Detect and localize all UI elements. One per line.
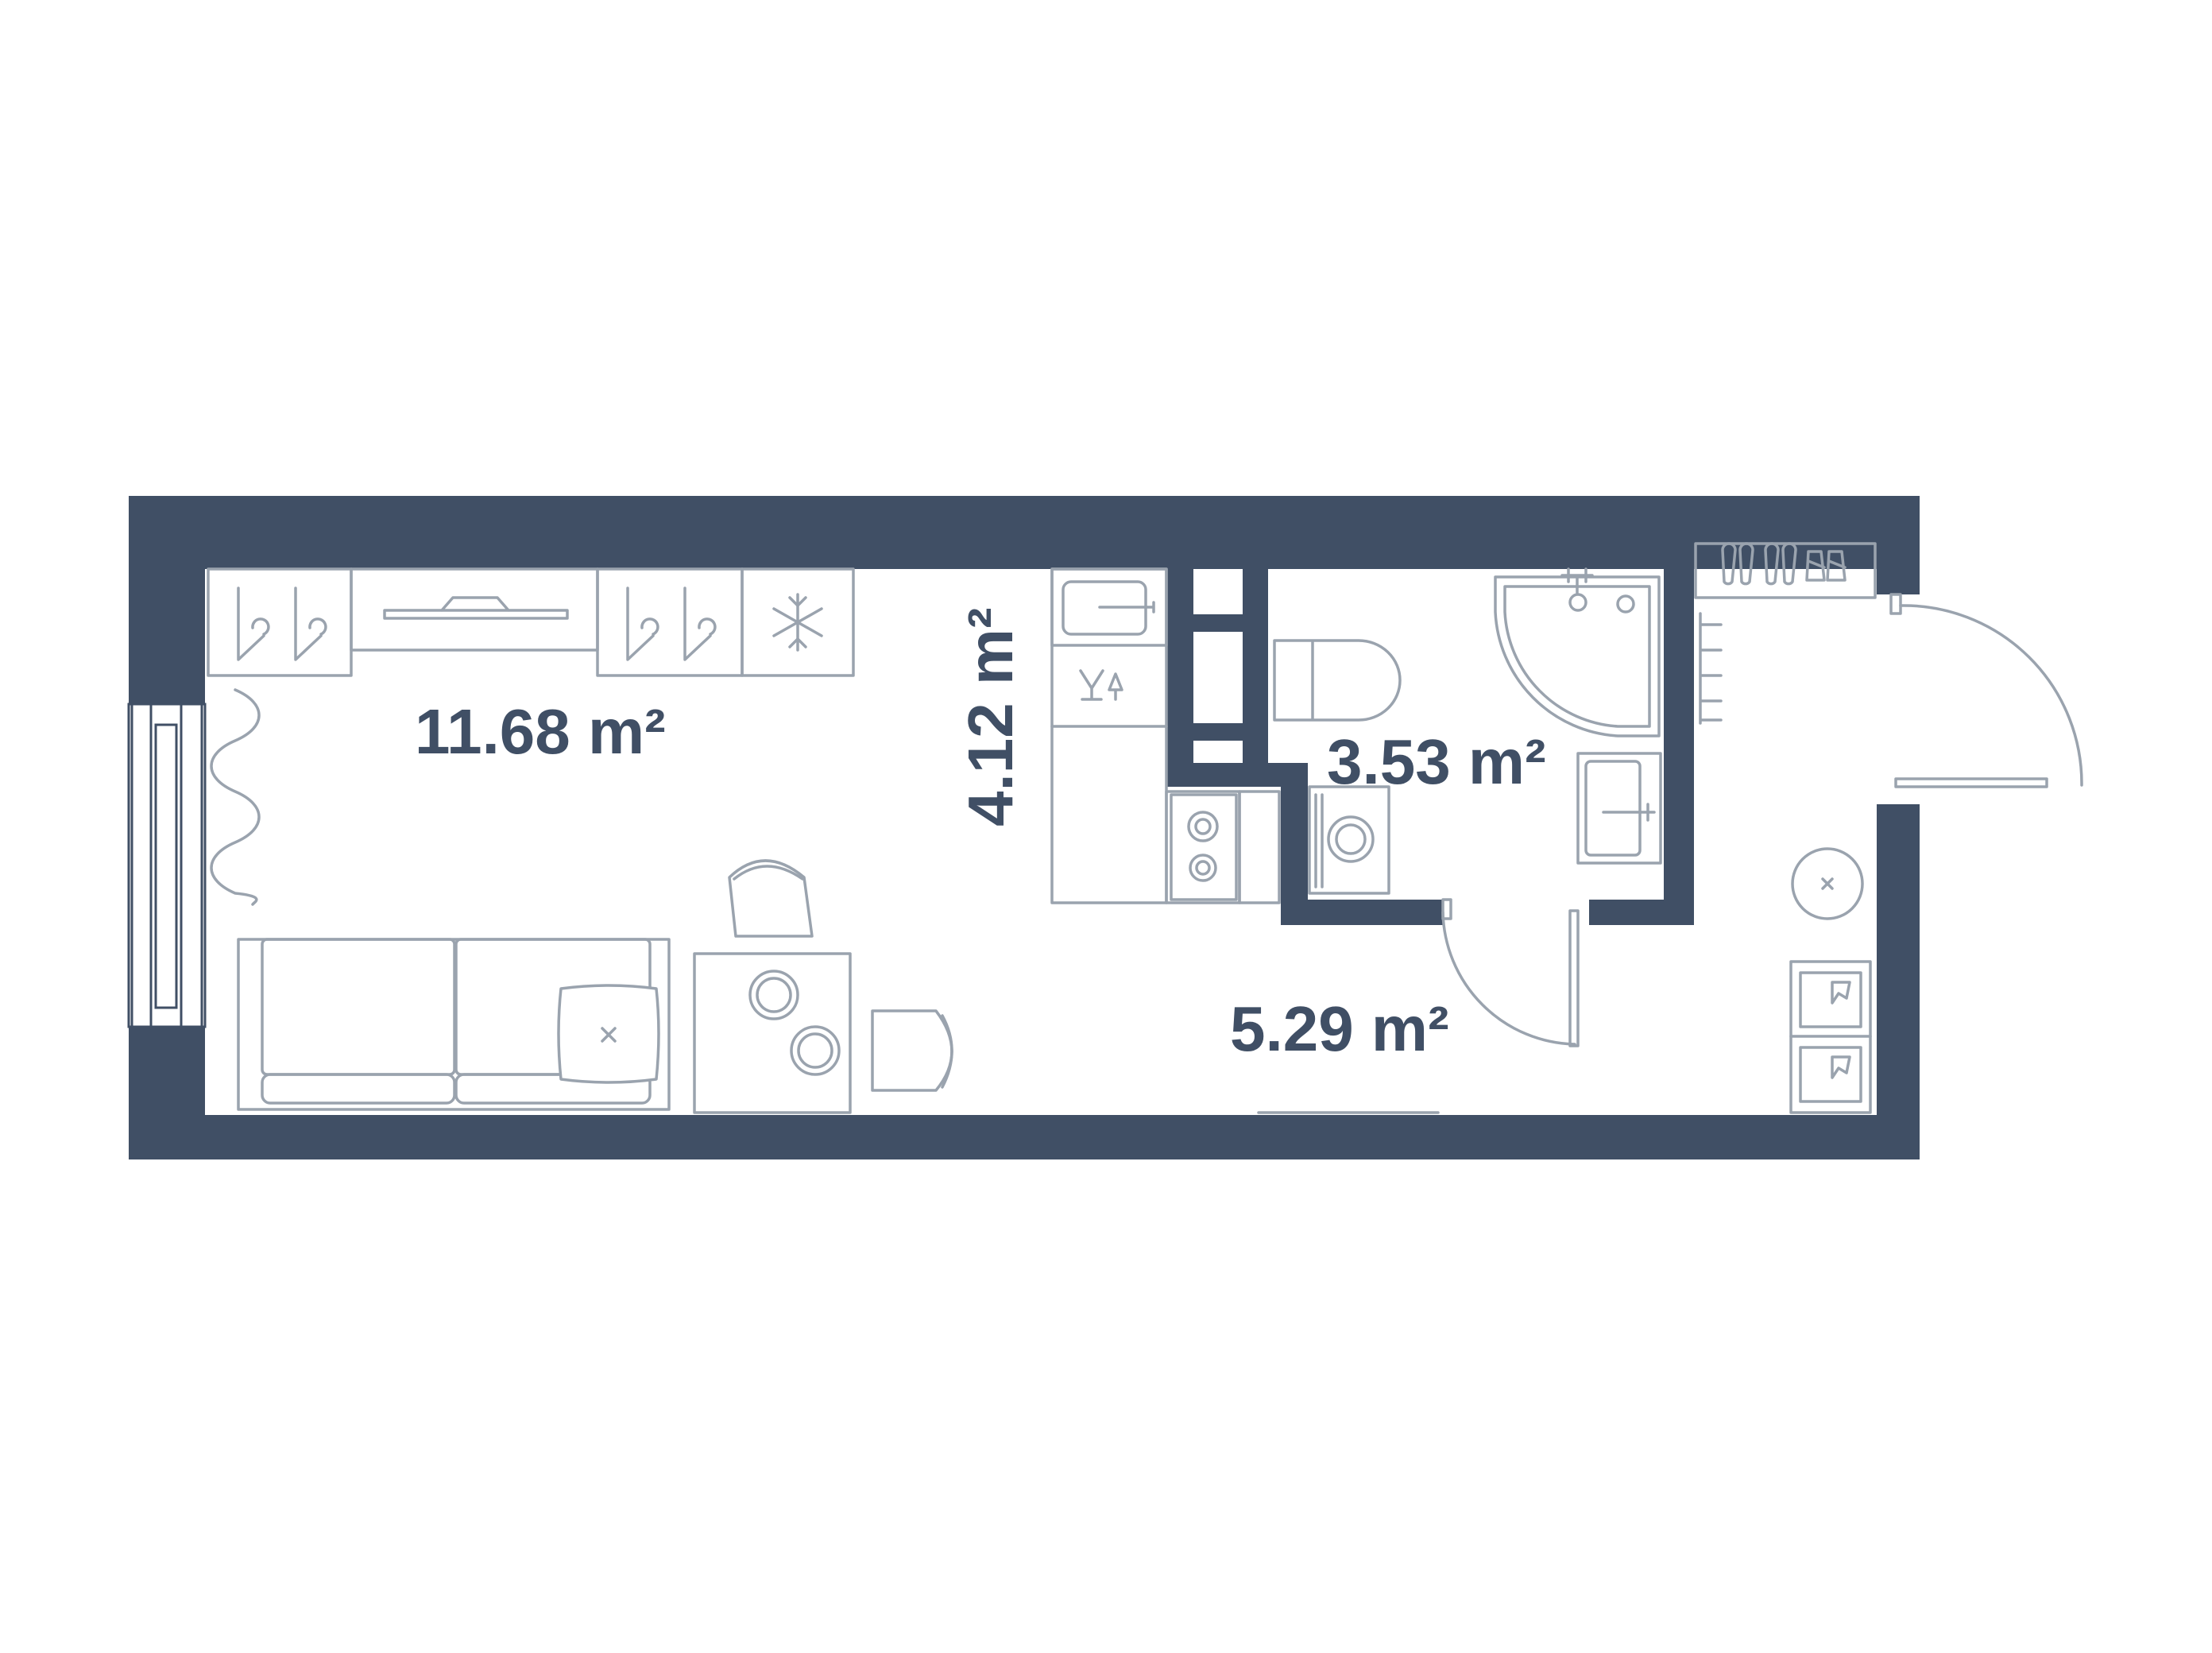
kitchen-run [1050, 567, 1168, 904]
hob-icon [1187, 811, 1219, 882]
sink-cabinet [1050, 567, 1168, 647]
wall-right-lower [1877, 804, 1920, 1159]
area-label-bathroom: 3.53 m² [1327, 726, 1546, 797]
sofa [237, 938, 671, 1111]
shower-drain [1616, 594, 1635, 614]
pouf [1791, 847, 1864, 920]
hanger-icon [237, 586, 327, 661]
window-pane-1 [130, 703, 153, 1028]
chair-right [871, 1009, 953, 1092]
wall-bath-bottom-left [1281, 900, 1443, 925]
bathroom-door-swing [1441, 911, 1576, 1046]
wall-bottom [129, 1115, 1920, 1159]
wardrobe-left [207, 567, 353, 677]
sofa-seat-left [261, 938, 456, 1076]
wall-top [129, 496, 1920, 569]
area-label-kitchen: 4.12 m² [955, 607, 1026, 826]
washing-machine [1308, 785, 1390, 895]
bathroom-fixtures [1273, 567, 1662, 895]
window-pane-3 [180, 703, 203, 1028]
tv-icon [383, 596, 569, 620]
pouf-mark [1821, 877, 1834, 890]
area-label-hallway: 5.29 m² [1230, 993, 1449, 1064]
bath-sink [1584, 760, 1642, 857]
wall-shaft-left [1166, 569, 1193, 787]
hob [1170, 793, 1238, 901]
shoe-box [1799, 971, 1862, 1028]
hanger-icon [626, 586, 717, 661]
bathroom-door[interactable] [1441, 898, 1580, 1047]
wardrobe-right [596, 567, 744, 677]
bath-tap [1602, 803, 1656, 822]
wall-bath-left [1281, 763, 1308, 924]
kitchen-counter [1050, 567, 1281, 904]
toilet [1273, 639, 1402, 722]
sofa-back-left [261, 1073, 456, 1105]
wall-shaft-base [1166, 763, 1294, 787]
sofa-back-right [454, 1073, 652, 1105]
area-label-living: 11.68 m² [415, 696, 666, 767]
dining-table [693, 952, 852, 1114]
cushion-mark [601, 1027, 617, 1043]
wall-shaft-rung-2 [1166, 723, 1268, 741]
kitchen-cabinet-end [1238, 790, 1281, 904]
fridge [741, 567, 855, 677]
wall-left-lower [129, 1027, 205, 1159]
wall-bath-right [1664, 569, 1694, 925]
wardrobe-unit [207, 567, 855, 677]
shower-head [1560, 567, 1594, 594]
wall-right-upper [1877, 496, 1920, 594]
sofa-frame [237, 938, 671, 1111]
plate [790, 1025, 841, 1076]
wall-left-upper [129, 496, 205, 704]
walls [129, 496, 1920, 1159]
entrance-door[interactable] [1889, 593, 2083, 788]
wall-shaft-rung-1 [1166, 614, 1268, 632]
snowflake-icon [772, 593, 823, 652]
hob-cabinet [1165, 790, 1241, 904]
chair-top [728, 859, 814, 938]
dining-set [693, 859, 953, 1114]
washer-drum [1327, 815, 1375, 863]
wineglass-icon [1079, 669, 1123, 701]
tap [1098, 601, 1155, 614]
window-pane-2 [154, 723, 178, 1009]
shower-tray [1494, 575, 1661, 737]
slippers-icon [1721, 542, 1847, 586]
bath-sink-cabinet [1576, 752, 1662, 865]
entrance-door-swing [1899, 604, 2083, 787]
coat-hooks [1699, 612, 1723, 725]
curtain [210, 688, 261, 906]
hallway-fixtures [1257, 542, 1877, 1114]
plate [748, 970, 799, 1020]
window [127, 703, 207, 1028]
shoe-box [1799, 1046, 1862, 1103]
